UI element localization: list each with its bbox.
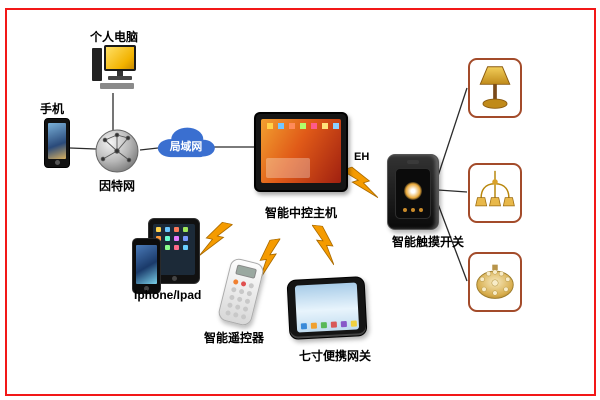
- gateway-app-icons: [300, 323, 308, 330]
- pc-monitor: [104, 45, 136, 71]
- host-label: 智能中控主机: [265, 206, 338, 220]
- lan-cloud-icon: 局域网: [157, 127, 215, 158]
- switch-glow-ring: [404, 182, 422, 201]
- switch-sensor: [407, 160, 419, 164]
- pc-keyboard: [100, 83, 134, 89]
- remote-label: 智能遥控器: [204, 331, 265, 345]
- ipad-app-grid: [156, 227, 161, 232]
- ceiling-lamp-icon: [476, 264, 514, 299]
- pc-tower: [92, 48, 102, 81]
- gateway-screen: [294, 282, 360, 333]
- table-lamp-icon: [479, 66, 511, 109]
- internet-globe-icon: [95, 129, 139, 173]
- gateway-label: 七寸便携网关: [299, 349, 372, 363]
- line-switch-lamp1: [437, 87, 468, 177]
- ipad-home-button: [171, 276, 177, 281]
- touch-switch-device: [387, 154, 439, 230]
- pc-label: 个人电脑: [90, 30, 139, 44]
- phone-home-button: [54, 160, 60, 165]
- line-switch-lamp2: [437, 189, 468, 193]
- pc-screen: [106, 47, 134, 69]
- switch-screen: [395, 168, 431, 219]
- remote-buttons: [232, 278, 239, 285]
- remote-display: [235, 264, 257, 279]
- lightning-bolt-icon: [308, 224, 338, 266]
- chandelier-box: [468, 163, 522, 223]
- ceiling-lamp-box: [468, 252, 522, 312]
- iphone-icon: [132, 238, 161, 294]
- switch-button-dots: [403, 208, 407, 212]
- internet-label: 因特网: [99, 179, 136, 193]
- ipad-icon: [148, 218, 200, 284]
- mobile-phone-icon: [44, 118, 70, 168]
- line-phone-internet: [69, 147, 97, 150]
- desktop-computer-icon: [92, 45, 138, 93]
- host-screen: [261, 119, 341, 183]
- chandelier-icon: [475, 170, 515, 207]
- lan-label: 局域网: [169, 139, 203, 153]
- iphone-home-button: [144, 286, 149, 291]
- host-keyboard-panel: [266, 158, 310, 178]
- mobile-devices-label: Iphone/Ipad: [134, 288, 202, 302]
- iphone-screen: [136, 245, 157, 284]
- connector-lines: [69, 87, 468, 282]
- host-app-icons: [267, 123, 273, 129]
- line-switch-lamp3: [437, 203, 468, 282]
- table-lamp-box: [468, 58, 522, 118]
- phone-label: 手机: [40, 102, 65, 116]
- lightning-bolt-icon: [199, 218, 233, 262]
- portable-gateway-device: [286, 276, 368, 340]
- eh-label: EH: [354, 151, 370, 163]
- switch-label: 智能触摸开关: [392, 235, 465, 249]
- control-host-device: [254, 112, 348, 192]
- pc-stand: [117, 71, 123, 76]
- phone-screen: [48, 123, 66, 159]
- line-internet-lan: [139, 147, 159, 151]
- pc-base: [108, 76, 132, 80]
